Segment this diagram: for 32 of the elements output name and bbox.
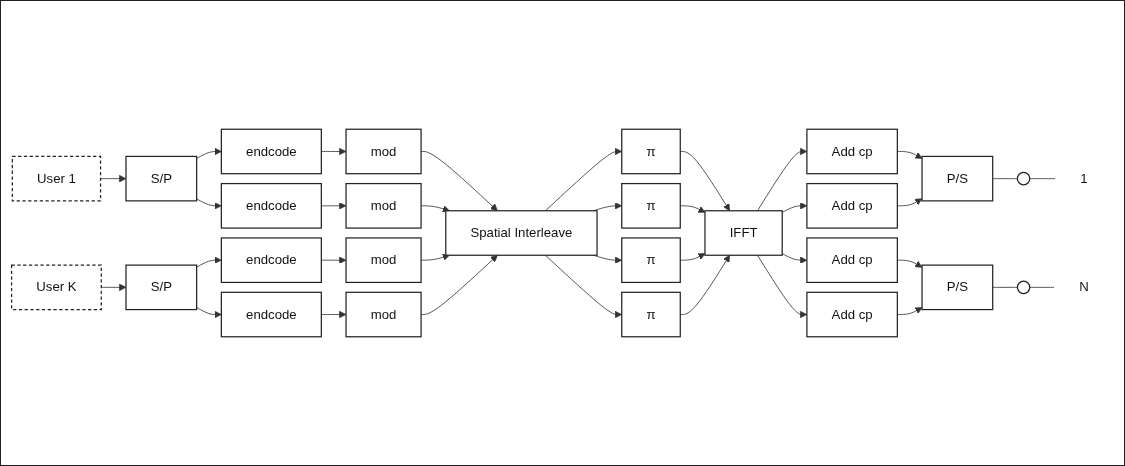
node-box: User 1 xyxy=(11,155,102,202)
node-box: mod xyxy=(345,182,422,229)
node-box: Add cp xyxy=(806,128,898,175)
node-text: 1 xyxy=(1080,171,1088,186)
node-box: Add cp xyxy=(806,291,898,338)
node-circle xyxy=(1016,280,1031,295)
connector xyxy=(992,178,1018,180)
node-box: π xyxy=(621,291,681,338)
node-box: mod xyxy=(345,128,422,175)
node-box: User K xyxy=(10,264,102,311)
node-box: Add cp xyxy=(806,182,898,229)
node-box: S/P xyxy=(125,155,198,202)
node-box: endcode xyxy=(220,291,322,338)
node-box: endcode xyxy=(220,128,322,175)
node-box: P/S xyxy=(921,155,994,202)
node-circle xyxy=(1016,171,1031,186)
node-box: mod xyxy=(345,291,422,338)
node-text: N xyxy=(1079,279,1089,294)
node-box: Spatial Interleave xyxy=(445,210,598,256)
node-box: S/P xyxy=(125,264,198,311)
node-box: mod xyxy=(345,237,422,284)
connector xyxy=(1029,178,1056,180)
node-box: π xyxy=(621,182,681,229)
node-box: P/S xyxy=(921,264,994,311)
connector xyxy=(992,286,1018,288)
node-box: Add cp xyxy=(806,237,898,284)
node-box: endcode xyxy=(220,182,322,229)
connector xyxy=(1029,286,1055,288)
node-box: IFFT xyxy=(704,210,783,256)
node-box: π xyxy=(621,237,681,284)
node-box: endcode xyxy=(220,237,322,284)
node-box: π xyxy=(621,128,681,175)
